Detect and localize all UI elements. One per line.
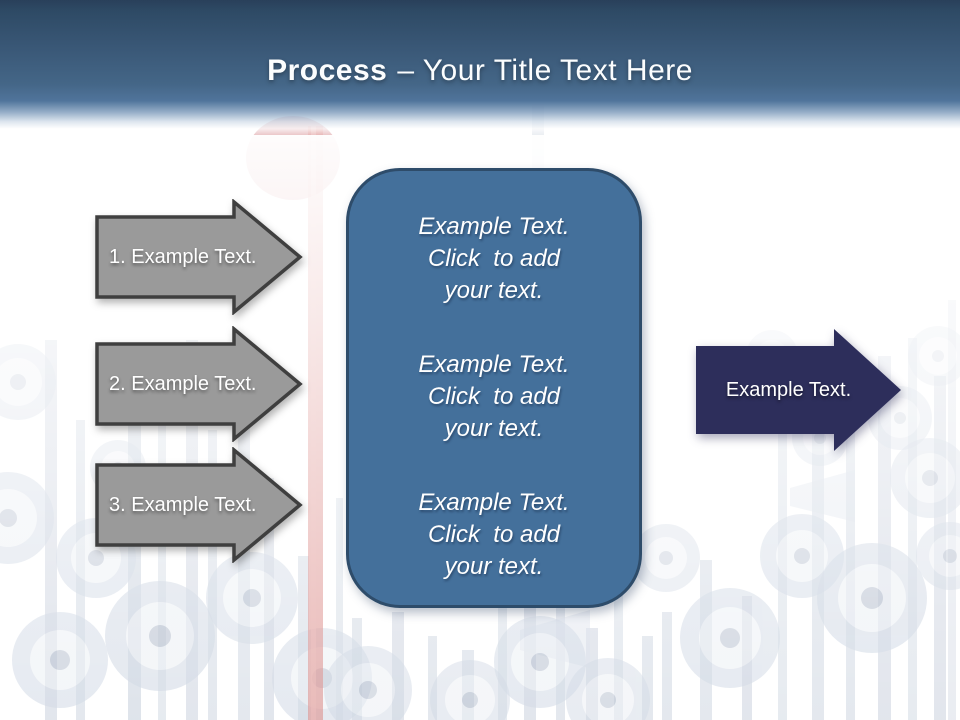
detail-line: Example Text.	[418, 213, 570, 240]
detail-line: Click to add	[427, 383, 561, 410]
detail-line: your text.	[444, 553, 544, 580]
detail-paragraph-1: Example Text. Click to add your text.	[349, 211, 639, 307]
process-step-2-arrow: 2. Example Text.	[94, 326, 304, 442]
detail-line: Click to add	[427, 245, 561, 272]
detail-line: Click to add	[427, 521, 561, 548]
detail-line: Example Text.	[418, 489, 570, 516]
process-step-1-arrow: 1. Example Text.	[94, 199, 304, 315]
detail-line: your text.	[444, 277, 544, 304]
detail-paragraph-2: Example Text. Click to add your text.	[349, 349, 639, 445]
process-step-3-label: 3. Example Text.	[109, 493, 257, 516]
detail-line: your text.	[444, 415, 544, 442]
detail-text-box: Example Text. Click to add your text. Ex…	[346, 168, 642, 608]
title-bold-text: Process	[267, 54, 388, 87]
detail-paragraph-3: Example Text. Click to add your text.	[349, 487, 639, 583]
output-arrow: Example Text.	[696, 328, 902, 452]
detail-line: Example Text.	[418, 351, 570, 378]
output-arrow-label: Example Text.	[725, 378, 852, 401]
title-rest-text: – Your Title Text Here	[397, 54, 693, 87]
title-band: Process – Your Title Text Here	[0, 0, 960, 140]
process-step-2-label: 2. Example Text.	[109, 372, 257, 395]
process-step-3-arrow: 3. Example Text.	[94, 447, 304, 563]
process-step-1-label: 1. Example Text.	[109, 245, 257, 268]
page-title: Process – Your Title Text Here	[0, 54, 960, 88]
